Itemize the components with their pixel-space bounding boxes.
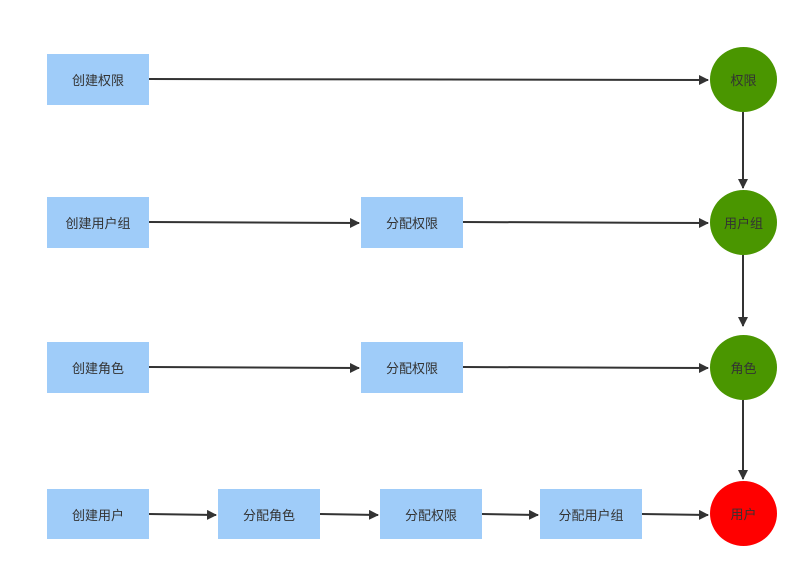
box-assign-permission: 分配权限 <box>361 197 463 248</box>
edge-create-user-to-assign-role <box>148 509 217 520</box>
box-create-usergroup: 创建用户组 <box>47 197 149 248</box>
node-user: 用户 <box>710 481 777 546</box>
box-assign-permission: 分配权限 <box>380 489 482 539</box>
edge-assign-permission-to-assign-usergroup <box>481 509 539 520</box>
edge-assign-permission-to-role <box>462 362 709 373</box>
box-create-permission: 创建权限 <box>47 54 149 105</box>
edge-assign-role-to-assign-permission <box>319 509 379 520</box>
box-create-user: 创建用户 <box>47 489 149 539</box>
box-assign-usergroup: 分配用户组 <box>540 489 642 539</box>
edge-create-role-to-assign <box>148 362 360 373</box>
node-role: 角色 <box>710 335 777 400</box>
edge-create-permission-to-permission <box>148 74 709 85</box>
edge-assign-permission-to-usergroup <box>462 217 709 228</box>
node-permission: 权限 <box>710 47 777 112</box>
edge-create-usergroup-to-assign <box>148 217 360 228</box>
box-assign-permission: 分配权限 <box>361 342 463 393</box>
box-create-role: 创建角色 <box>47 342 149 393</box>
box-assign-role: 分配角色 <box>218 489 320 539</box>
edge-assign-usergroup-to-user <box>641 509 709 520</box>
node-usergroup: 用户组 <box>710 190 777 255</box>
